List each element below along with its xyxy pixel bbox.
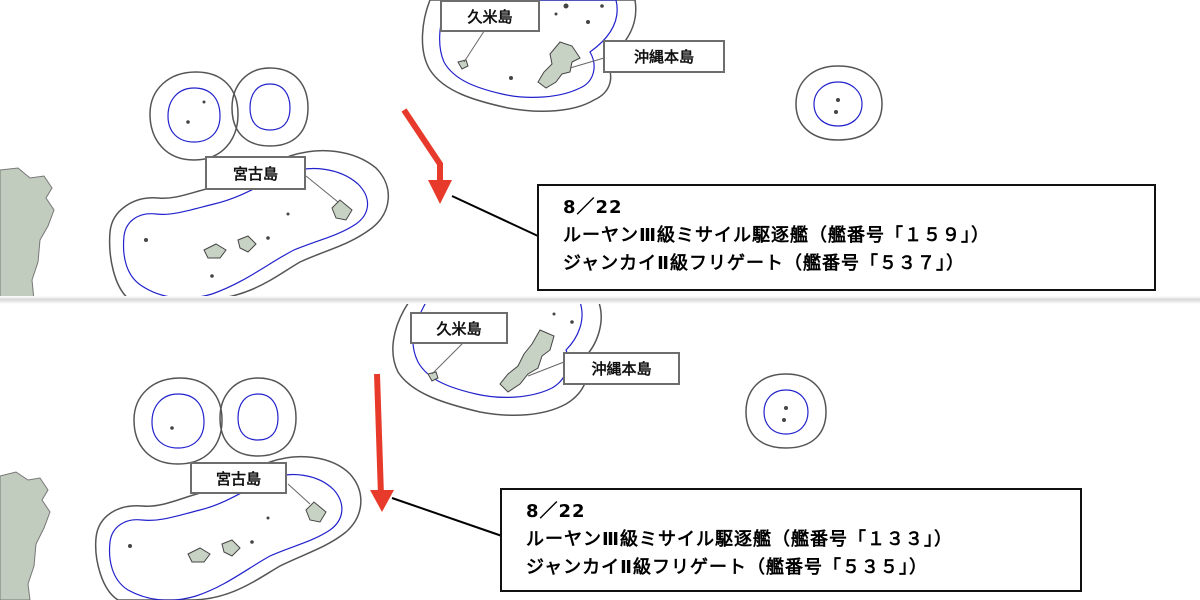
route-arrow-line bbox=[374, 373, 384, 497]
panel-divider bbox=[0, 296, 1200, 304]
daito-outer-contour bbox=[745, 373, 827, 449]
map-graphic-top bbox=[0, 0, 883, 300]
label-kumejima: 久米島 bbox=[410, 312, 508, 344]
daito-territorial-line bbox=[763, 389, 809, 435]
sakishima-upper-left-territorial bbox=[151, 393, 205, 449]
miyako-island bbox=[305, 501, 327, 523]
info-ship-1: ルーヤンⅢ級ミサイル駆逐艦（艦番号「１５９」） bbox=[563, 225, 991, 246]
info-ship-1: ルーヤンⅢ級ミサイル駆逐艦（艦番号「１３３」） bbox=[526, 529, 954, 550]
okinawa-outer-contour bbox=[392, 300, 602, 416]
map-panel-top: 久米島 沖縄本島 宮古島 8／22 ルーヤンⅢ級ミサイル駆逐艦（艦番号「１５９」… bbox=[0, 0, 1156, 300]
label-kumejima: 久米島 bbox=[440, 0, 540, 32]
label-okinawa-main-island: 沖縄本島 bbox=[563, 352, 680, 385]
kume-island bbox=[457, 59, 469, 70]
miyako-island bbox=[331, 199, 353, 221]
route-arrow-line bbox=[401, 108, 443, 190]
info-date: 8／22 bbox=[526, 501, 586, 522]
iriomote-island bbox=[203, 243, 227, 259]
sakishima-upper-right-territorial bbox=[237, 393, 279, 441]
route-arrow-head bbox=[370, 490, 394, 512]
route-arrow-head bbox=[428, 180, 452, 204]
okinawa-main-island bbox=[537, 41, 581, 89]
okinawa-main-island bbox=[499, 329, 555, 393]
label-miyakojima: 宮古島 bbox=[190, 462, 287, 494]
sakishima-lower-contour bbox=[94, 455, 362, 600]
daito-territorial-line bbox=[813, 81, 863, 127]
daito-outer-contour bbox=[795, 65, 883, 141]
map-graphic-bottom bbox=[0, 300, 827, 600]
sakishima-upper-left-territorial bbox=[167, 87, 221, 143]
info-ship-2: ジャンカイⅡ級フリゲート（艦番号「５３５」） bbox=[526, 557, 928, 578]
label-miyakojima: 宮古島 bbox=[205, 156, 306, 190]
sakishima-upper-right-contour bbox=[231, 67, 309, 147]
sakishima-upper-right-contour bbox=[219, 377, 297, 457]
taiwan-landmass bbox=[0, 471, 51, 600]
sakishima-lower-territorial bbox=[108, 473, 343, 600]
ship-info-box: 8／22 ルーヤンⅢ級ミサイル駆逐艦（艦番号「１５９」） ジャンカイⅡ級フリゲー… bbox=[537, 184, 1156, 291]
okinawa-territorial-line bbox=[439, 0, 618, 98]
map-panel-bottom: 久米島 沖縄本島 宮古島 8／22 ルーヤンⅢ級ミサイル駆逐艦（艦番号「１３３」… bbox=[0, 300, 1200, 600]
info-date: 8／22 bbox=[563, 197, 623, 218]
label-okinawa-main-island: 沖縄本島 bbox=[603, 40, 725, 73]
info-ship-2: ジャンカイⅡ級フリゲート（艦番号「５３７」） bbox=[563, 253, 965, 274]
ishigaki-island bbox=[237, 235, 257, 253]
ship-info-box: 8／22 ルーヤンⅢ級ミサイル駆逐艦（艦番号「１３３」） ジャンカイⅡ級フリゲー… bbox=[500, 488, 1082, 592]
okinawa-territorial-line bbox=[412, 301, 583, 398]
ishigaki-island bbox=[221, 539, 241, 557]
sakishima-upper-left-contour bbox=[149, 71, 239, 161]
iriomote-island bbox=[187, 547, 211, 563]
taiwan-landmass bbox=[0, 167, 55, 300]
sakishima-upper-left-contour bbox=[133, 377, 223, 465]
sakishima-upper-right-territorial bbox=[249, 83, 291, 131]
